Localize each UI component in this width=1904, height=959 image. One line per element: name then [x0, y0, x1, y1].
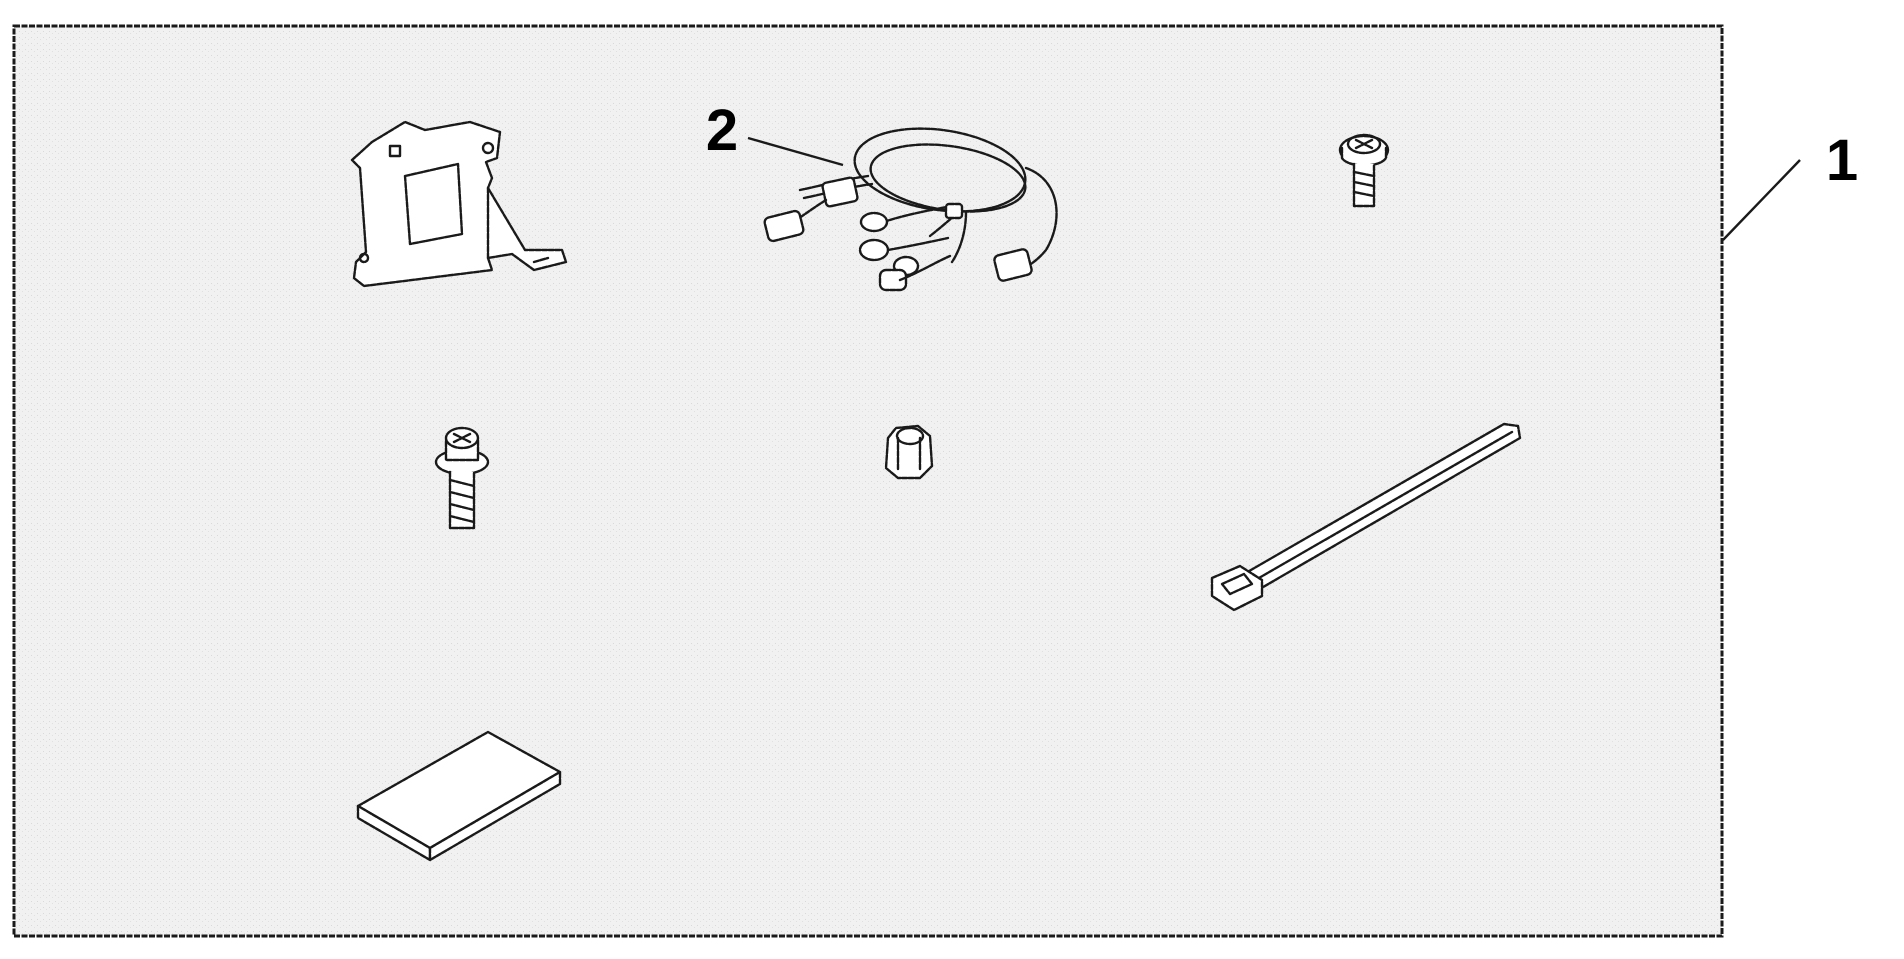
flange-bolt — [434, 426, 490, 530]
small-screw — [1338, 133, 1390, 208]
hex-nut — [884, 424, 934, 480]
callout-label-1: 1 — [1826, 128, 1858, 193]
wire-harness — [763, 127, 1058, 292]
adhesive-pad — [356, 730, 562, 862]
cable-tie — [1210, 422, 1522, 612]
leader-line-1 — [1722, 159, 1801, 241]
leader-line-2 — [747, 136, 844, 167]
mounting-bracket — [350, 120, 568, 288]
kit-box-panel — [12, 24, 1724, 938]
callout-label-2: 2 — [706, 98, 738, 163]
callout-1: 1 — [1722, 128, 1858, 241]
callout-2: 2 — [706, 98, 844, 167]
